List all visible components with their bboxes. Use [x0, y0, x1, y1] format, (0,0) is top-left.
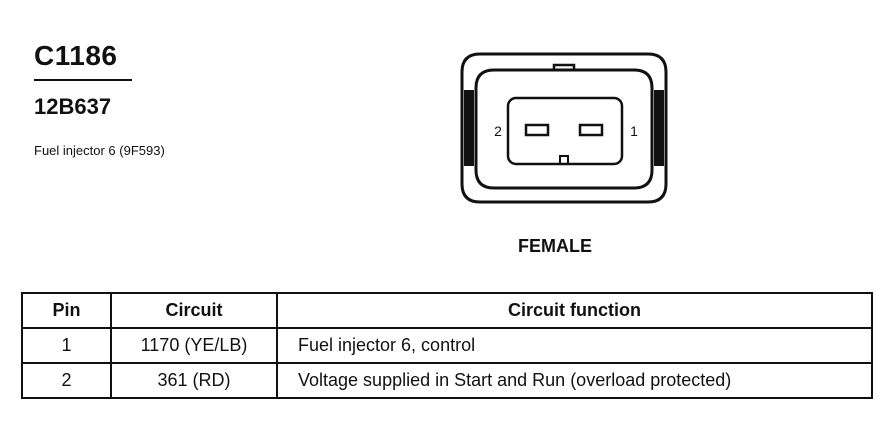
part-number: 12B637: [34, 94, 112, 119]
pin-1-slot: [578, 123, 604, 137]
row-circuit: 1170 (YE/LB): [110, 327, 278, 364]
header-function: Circuit function: [276, 292, 873, 329]
row-function: Fuel injector 6, control: [276, 327, 873, 364]
pin-2-slot: [524, 123, 550, 137]
row-function: Voltage supplied in Start and Run (overl…: [276, 362, 873, 399]
left-latch: [464, 90, 474, 166]
connector-code: C1186: [34, 40, 118, 71]
header-circuit: Circuit: [110, 292, 278, 329]
keyway-notch: [559, 155, 569, 164]
pinout-header-row: Pin Circuit Circuit function: [21, 292, 873, 329]
connector-outer-shell: [460, 52, 668, 204]
locking-tab: [552, 63, 576, 71]
row-pin: 1: [21, 327, 112, 364]
right-latch: [654, 90, 664, 166]
row-circuit: 361 (RD): [110, 362, 278, 399]
pin-1-label: 1: [630, 123, 638, 139]
connector-inner-body: [474, 68, 654, 190]
pin-2-label: 2: [494, 123, 502, 139]
pinout-table: Pin Circuit Circuit function 1 1170 (YE/…: [21, 292, 873, 399]
connector-description: Fuel injector 6 (9F593): [34, 143, 165, 158]
connector-gender-label: FEMALE: [518, 236, 592, 256]
table-row: 1 1170 (YE/LB) Fuel injector 6, control: [21, 327, 873, 364]
terminal-cavity: [506, 96, 624, 166]
row-pin: 2: [21, 362, 112, 399]
table-row: 2 361 (RD) Voltage supplied in Start and…: [21, 362, 873, 399]
connector-code-underline: [34, 79, 132, 81]
header-pin: Pin: [21, 292, 112, 329]
connector-face-diagram: 2 1: [460, 52, 668, 204]
